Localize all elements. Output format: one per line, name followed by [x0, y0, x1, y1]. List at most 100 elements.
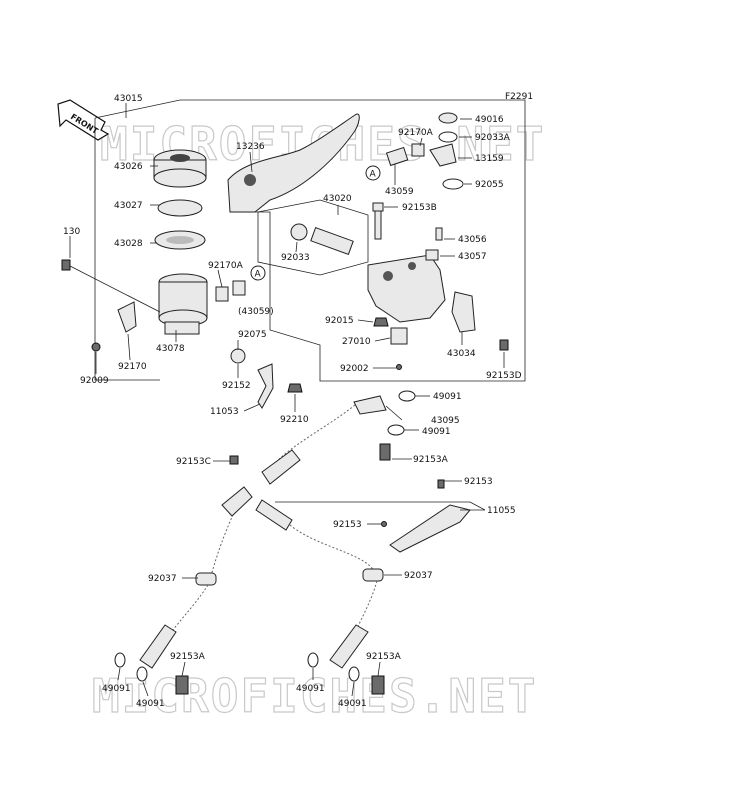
- screw-92153C: [229, 455, 239, 465]
- label-43026: 43026: [114, 162, 143, 172]
- joint-left: [221, 486, 253, 517]
- label-92075: 92075: [238, 330, 267, 340]
- bolt-130: [61, 259, 161, 313]
- part-labels: 43015 43026 43027 43028 130 43078 92009 …: [63, 94, 522, 709]
- bolt-92153A-right: [371, 675, 385, 695]
- bleeder-43056: [435, 227, 443, 241]
- fitting-13159: [429, 143, 457, 167]
- marker-a-left-label: A: [255, 270, 262, 280]
- marker-a-left: [250, 265, 266, 281]
- label-92153-right: 92153: [464, 477, 493, 487]
- label-92170A-left: 92170A: [208, 261, 244, 271]
- label-43027: 43027: [114, 201, 143, 211]
- piston-subbox: [257, 199, 369, 276]
- label-92153C: 92153C: [176, 457, 211, 467]
- label-92002: 92002: [340, 364, 369, 374]
- screw-92153-mid: [381, 521, 387, 527]
- label-49091-ll2: 49091: [136, 699, 165, 709]
- label-43059-paren: (43059): [238, 307, 274, 317]
- label-92153A-right: 92153A: [366, 652, 402, 662]
- watermark-bottom: MICROFICHES.NET: [92, 669, 537, 723]
- label-43028: 43028: [114, 239, 143, 249]
- label-43015: 43015: [114, 94, 143, 104]
- washer-49091-rl2: [348, 666, 360, 682]
- bolt-92153A-mid: [379, 443, 391, 461]
- clip-92170A-top: [411, 143, 425, 157]
- assembly-outline-left: [94, 118, 160, 381]
- label-13159: 13159: [475, 154, 504, 164]
- label-27010: 27010: [342, 337, 371, 347]
- clamp-92037-right: [362, 568, 384, 582]
- piston-43020: [290, 223, 354, 256]
- screw-92009: [91, 342, 101, 352]
- pin-43059-left: [232, 280, 246, 296]
- reservoir-cap: [153, 149, 207, 188]
- cap-49016: [438, 112, 458, 124]
- label-92210: 92210: [280, 415, 309, 425]
- reservoir-body: [158, 273, 208, 335]
- label-92009: 92009: [80, 376, 109, 386]
- label-92153-mid: 92153: [333, 520, 362, 530]
- banjo-left: [139, 624, 177, 669]
- front-arrow-icon: FRONT: [57, 99, 110, 141]
- label-92037-right: 92037: [404, 571, 433, 581]
- master-cylinder-body: [367, 254, 446, 323]
- label-43034: 43034: [447, 349, 476, 359]
- switch-27010: [390, 327, 408, 345]
- hose-right-lower: [351, 580, 378, 641]
- oring-92055: [442, 178, 464, 190]
- bolt-92153B: [372, 202, 384, 240]
- screw-92002: [396, 364, 402, 370]
- label-13236: 13236: [236, 142, 265, 152]
- washer-49091-rl1: [307, 652, 319, 668]
- pin-43059-top: [385, 146, 409, 167]
- label-92170A-top: 92170A: [398, 128, 434, 138]
- label-92153A-mid: 92153A: [413, 455, 449, 465]
- banjo-43095: [353, 395, 387, 415]
- label-43057: 43057: [458, 252, 487, 262]
- label-43078: 43078: [156, 344, 185, 354]
- clip-92033A: [438, 131, 458, 143]
- label-92015: 92015: [325, 316, 354, 326]
- label-92153D: 92153D: [486, 371, 522, 381]
- label-92170: 92170: [118, 362, 147, 372]
- marker-a-top-label: A: [370, 170, 377, 180]
- label-49091-rl2: 49091: [338, 699, 367, 709]
- washer-49091-ll2: [136, 666, 148, 682]
- joint-upper: [261, 449, 301, 485]
- washer-49091-a: [398, 390, 416, 402]
- bracket-11053: [257, 363, 274, 409]
- label-49091-ll1: 49091: [102, 684, 131, 694]
- bracket-92170: [117, 301, 137, 333]
- washer-49091-ll1: [114, 652, 126, 668]
- label-49016: 49016: [475, 115, 504, 125]
- hose-bracket-11055: [389, 479, 471, 553]
- label-92153A-left: 92153A: [170, 652, 206, 662]
- label-92153B: 92153B: [402, 203, 437, 213]
- nut-92210: [287, 383, 303, 393]
- boot-92170A-left: [215, 286, 229, 302]
- label-11053: 11053: [210, 407, 239, 417]
- assembly-outline: [94, 99, 526, 382]
- label-11055: 11055: [487, 506, 516, 516]
- label-130: 130: [63, 227, 80, 237]
- washer-49091-b: [387, 424, 405, 436]
- brake-lever: [227, 113, 360, 213]
- label-43095: 43095: [431, 416, 460, 426]
- label-92037-left: 92037: [148, 574, 177, 584]
- label-43059: 43059: [385, 187, 414, 197]
- nut-92015: [373, 317, 389, 327]
- cap-43057: [425, 249, 439, 261]
- figure-code: F2291: [505, 92, 533, 102]
- joint-right: [255, 499, 293, 531]
- label-49091-a: 49091: [433, 392, 462, 402]
- bolt-92153A-left: [175, 675, 189, 695]
- leader-lines: [69, 103, 505, 697]
- label-92055: 92055: [475, 180, 504, 190]
- label-49091-b: 49091: [422, 427, 451, 437]
- label-92152: 92152: [222, 381, 251, 391]
- label-49091-rl1: 49091: [296, 684, 325, 694]
- marker-a-top: [365, 165, 381, 181]
- label-92033: 92033: [281, 253, 310, 263]
